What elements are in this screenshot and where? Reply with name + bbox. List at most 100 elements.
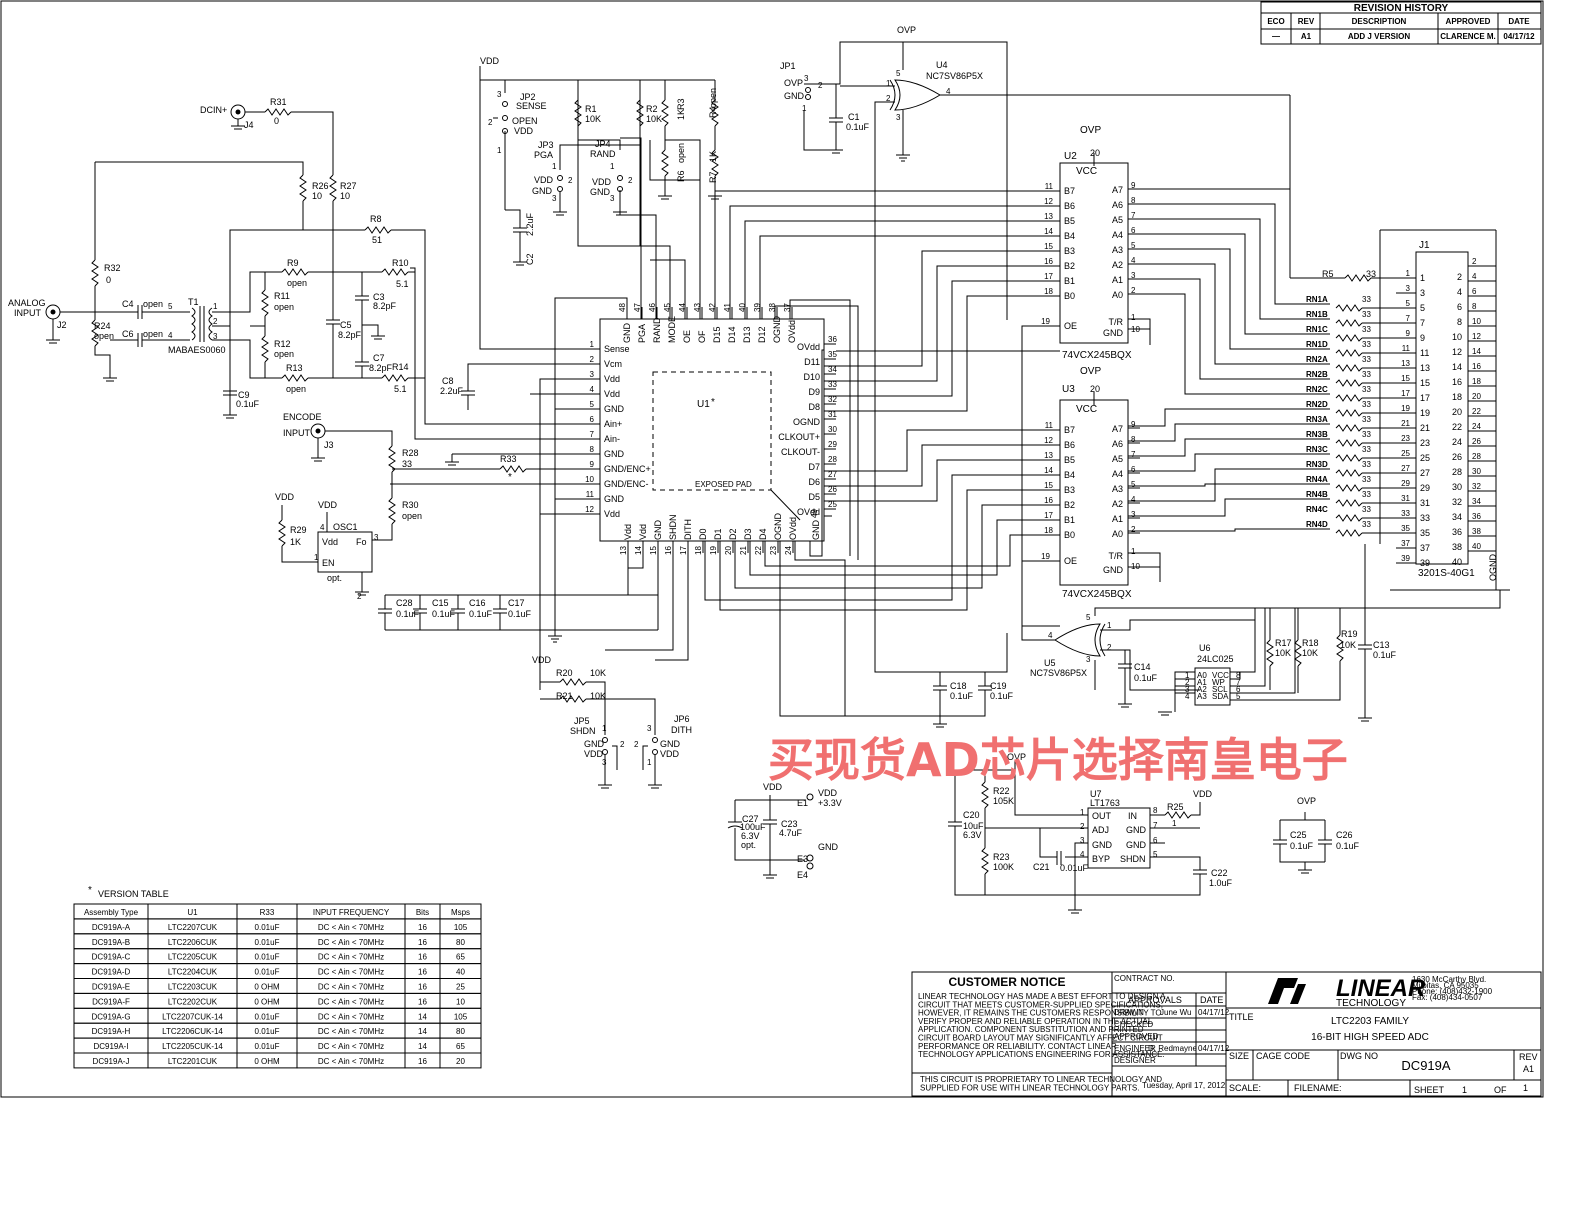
buffer-pin-number: 11: [1045, 421, 1054, 430]
component-label: C22: [1211, 868, 1228, 878]
component-label: VDD: [480, 56, 500, 66]
component-label: E3: [797, 854, 808, 864]
u1-pin-number: 28: [828, 455, 837, 464]
component-label: VDD: [763, 782, 783, 792]
buffer-pin-number: 9: [1131, 420, 1136, 429]
j1-pin-name: 40: [1452, 557, 1462, 567]
component-label: open: [676, 143, 686, 163]
component-label: open: [274, 349, 294, 359]
component-label: 0.1uF: [396, 609, 420, 619]
j1-pin-number: 13: [1401, 359, 1410, 368]
component-label: 10K: [585, 114, 601, 124]
component-label: 2: [488, 118, 493, 127]
buffer-pin-number: 1: [1131, 313, 1136, 322]
u3-vcc-pin: 20: [1090, 384, 1100, 394]
version-table-cell-text: DC < Ain < 70MHz: [318, 1012, 384, 1021]
u1-pin-number: 27: [828, 470, 837, 479]
component-label: 3: [213, 332, 218, 341]
version-table-cell-text: DC < Ain < 70MHz: [318, 1042, 384, 1051]
buffer-pin-number: 13: [1044, 212, 1053, 221]
component-label: 8.2pF: [369, 363, 393, 373]
component-label: 0.1uF: [1373, 650, 1397, 660]
component-label: open: [402, 511, 422, 521]
u1-pin-number: 4: [590, 385, 595, 394]
u1-pin-name: PGA: [637, 324, 647, 343]
j1-pin-number: 7: [1406, 314, 1411, 323]
component-label: U6: [1199, 643, 1211, 653]
component-label: R22: [993, 786, 1010, 796]
buffer-pin-name: B1: [1064, 515, 1075, 525]
j1-pin-number: 11: [1402, 344, 1411, 353]
j1-pin-number: 31: [1401, 494, 1410, 503]
component-label: EN: [322, 558, 335, 568]
component-label: open: [94, 331, 114, 341]
component-label: 0.01uF: [1060, 863, 1089, 873]
buffer-pin-name: B0: [1064, 291, 1075, 301]
drawn-label: DRAWN: [1114, 1008, 1144, 1017]
print-date: Tuesday, April 17, 2012: [1142, 1081, 1226, 1090]
j1-pin-name: 20: [1452, 407, 1462, 417]
customer-notice-line: PERFORMANCE OR RELIABILITY. CONTACT LINE…: [918, 1042, 1117, 1051]
u1-pin-name: OVdd: [788, 517, 798, 540]
version-table-cell-text: 0.01uF: [255, 1042, 280, 1051]
resistor-network-value: 33: [1362, 340, 1371, 349]
component-label: C16: [469, 598, 486, 608]
j1-pin-name: 36: [1452, 527, 1462, 537]
buffer-pin-number: 19: [1041, 552, 1050, 561]
component-label: 4: [168, 331, 173, 340]
j1-pin-name: 31: [1420, 498, 1430, 508]
component-label: C4: [122, 299, 134, 309]
u2-part: 74VCX245BQX: [1062, 350, 1132, 361]
buffer-pin-name: OE: [1064, 556, 1077, 566]
j1-pin-number: 15: [1401, 374, 1410, 383]
buffer-pin-number: 14: [1044, 466, 1053, 475]
j1-pin-name: 32: [1452, 497, 1462, 507]
component-label: R21: [556, 691, 573, 701]
version-table-cell-text: DC919A-G: [91, 1012, 130, 1021]
u1-pin-name: GND: [653, 520, 663, 541]
version-table-cell-text: DC < Ain < 70MHz: [318, 938, 384, 947]
component-label: J2: [57, 320, 67, 330]
u1-pin-name: MODE: [667, 316, 677, 343]
j1-pin-name: 38: [1452, 542, 1462, 552]
u1-pin-name: OGND: [772, 315, 782, 343]
j1-pin-number: 36: [1472, 512, 1481, 521]
component-label: SHDN: [570, 726, 596, 736]
u1-pin-name: D0: [698, 528, 708, 540]
u1-pin-name: D9: [808, 387, 820, 397]
component-label: open: [287, 278, 307, 288]
component-label: 1: [610, 162, 615, 171]
version-table-cell-text: 25: [456, 983, 465, 992]
component-label: 0.1uF: [990, 691, 1014, 701]
component-label: 105K: [993, 796, 1014, 806]
component-label: 33: [402, 459, 412, 469]
engineer-name: D. Redmayne: [1148, 1044, 1197, 1053]
address-line: Fax: (408)434-0507: [1412, 993, 1483, 1002]
component-label: INPUT: [14, 308, 42, 318]
u1-pin-number: 24: [784, 546, 793, 555]
component-label: R27: [340, 181, 357, 191]
j1-pin-name: 37: [1420, 543, 1430, 553]
resistor-network-element: [1335, 409, 1363, 417]
version-table-cell-text: DC < Ain < 70MHz: [318, 968, 384, 977]
u4-pin1: 1: [886, 79, 891, 88]
u1-pin-name: D3: [743, 528, 753, 540]
j1-pin-number: 19: [1401, 404, 1410, 413]
u6-pin-number: 1: [1185, 671, 1190, 680]
u1-pin-name: GND: [604, 494, 625, 504]
u1-pin-number: 23: [769, 546, 778, 555]
version-table-cell-text: 16: [418, 983, 427, 992]
version-table-cell-text: DC919A-A: [92, 923, 131, 932]
resistor-network-label: RN4D: [1306, 520, 1328, 529]
component-label: ADJ: [1092, 825, 1109, 835]
component-label: 1: [647, 758, 652, 767]
component-label: 0.1uF: [1134, 673, 1158, 683]
u1-pin-number: 5: [590, 400, 595, 409]
customer-notice-line: CIRCUIT THAT MEETS CUSTOMER-SUPPLIED SPE…: [918, 1000, 1163, 1009]
component-label: VDD: [514, 126, 534, 136]
j1-pin-number: 3: [1406, 284, 1411, 293]
component-label: 4: [1048, 631, 1053, 640]
j1-pin-number: 6: [1472, 287, 1477, 296]
